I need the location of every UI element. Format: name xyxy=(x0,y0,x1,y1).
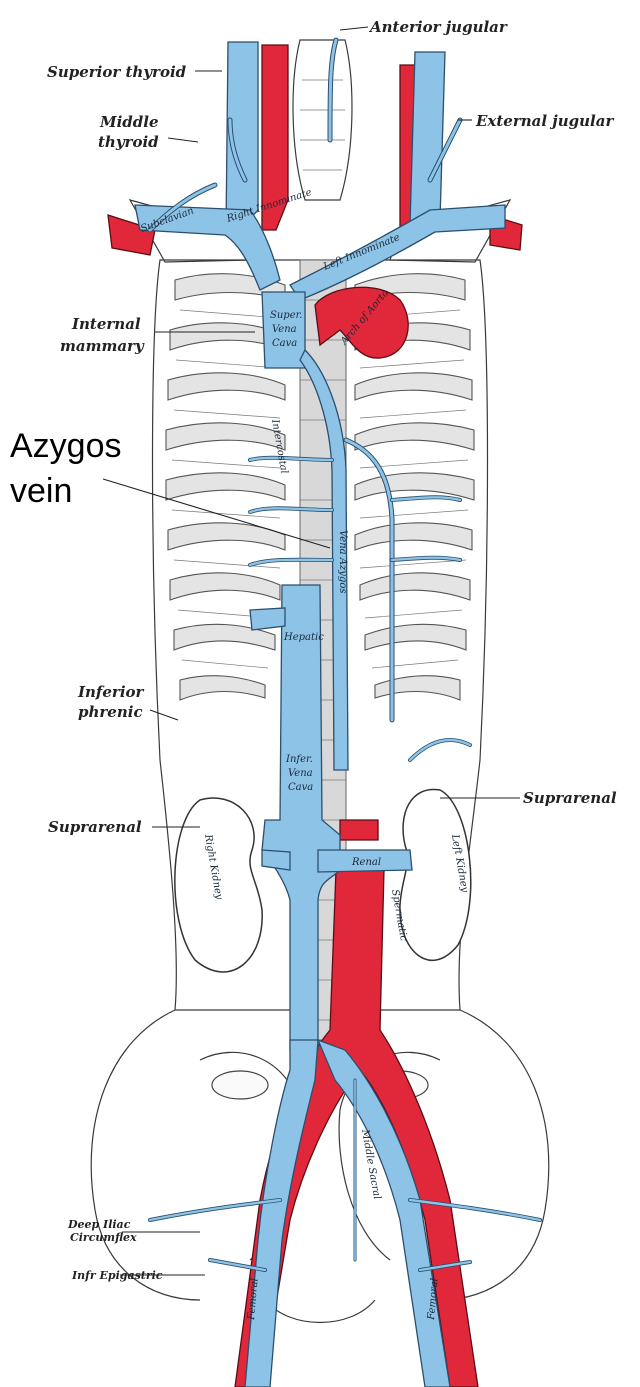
left-internal-jugular xyxy=(409,51,446,231)
anatomy-labels: Anterior jugular Superior thyroid Extern… xyxy=(10,18,617,1282)
renal-text: Renal xyxy=(351,857,381,868)
svc-text-3: Cava xyxy=(272,338,297,349)
label-inf-epigastric: Infr Epigastric xyxy=(71,1269,163,1282)
label-azygos-1: Azygos xyxy=(10,427,122,465)
label-suprarenal-right: Suprarenal xyxy=(48,818,142,836)
label-anterior-jugular: Anterior jugular xyxy=(368,18,508,36)
right-renal-vein xyxy=(261,849,291,871)
label-middle-thyroid-1: Middle xyxy=(99,113,159,131)
vena-azygos-text: Vena Azygos xyxy=(337,530,348,594)
label-middle-thyroid-2: thyroid xyxy=(98,133,159,151)
label-suprarenal-left: Suprarenal xyxy=(523,789,617,807)
label-superior-thyroid: Superior thyroid xyxy=(47,63,187,81)
leader-lines xyxy=(102,26,520,1276)
left-kidney xyxy=(399,788,472,961)
label-inferior-phrenic-1: Inferior xyxy=(77,683,145,701)
hepatic-text: Hepatic xyxy=(283,632,324,643)
vein-branches xyxy=(147,37,542,1272)
label-internal-mammary-1: Internal xyxy=(71,315,141,333)
veins xyxy=(134,41,506,1387)
femoral-right-text: Femoral xyxy=(246,1278,261,1322)
label-internal-mammary-2: mammary xyxy=(60,337,145,355)
femoral-left-text: Femoral xyxy=(426,1278,441,1322)
label-inferior-phrenic-2: phrenic xyxy=(78,703,143,721)
left-renal-vein xyxy=(317,849,413,873)
left-iliac-vein xyxy=(316,1038,451,1387)
label-azygos-2: vein xyxy=(10,472,72,510)
ivc-text-1: Infer. xyxy=(285,754,313,765)
arch-of-aorta xyxy=(314,286,409,359)
right-kidney xyxy=(174,797,263,973)
torso-outline xyxy=(90,259,550,1301)
azygos-vein xyxy=(299,348,349,771)
label-deep-iliac-2: Circumflex xyxy=(70,1231,137,1244)
svc-text-2: Vena xyxy=(272,324,297,335)
label-external-jugular: External jugular xyxy=(475,112,614,130)
ivc-text-2: Vena xyxy=(288,768,313,779)
label-deep-iliac-1: Deep Iliac xyxy=(67,1218,131,1231)
ivc-text-3: Cava xyxy=(288,782,313,793)
svc-text-1: Super. xyxy=(270,310,302,321)
right-iliac-vein xyxy=(244,1039,319,1387)
right-innominate xyxy=(134,204,281,291)
